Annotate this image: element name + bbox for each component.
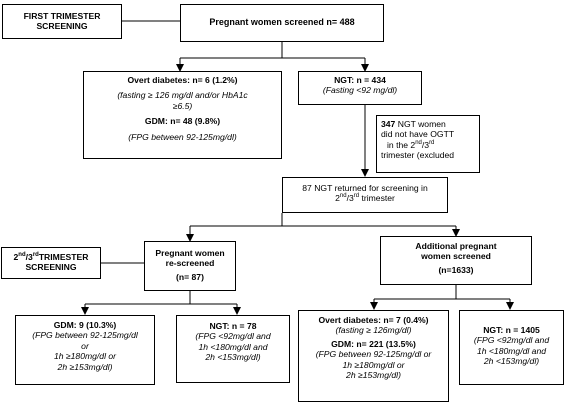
no-ogtt-sup-rd: rd <box>429 140 435 147</box>
rescreened-line2: re-screened <box>165 258 215 269</box>
screened-text: Pregnant women screened n= 488 <box>209 17 355 27</box>
additional-line3: (n=1633) <box>438 264 474 275</box>
label2-pre: 2 <box>13 252 19 262</box>
gdm-first-criteria: (FPG between 92-125mg/dl) <box>128 131 237 142</box>
no-ogtt-line3: in the 2 <box>387 139 416 150</box>
returned-line1: 87 NGT returned for screening in <box>302 183 428 193</box>
ngt-rescreen-box: NGT: n = 78 (FPG <92mg/dl and 1h <180mg/… <box>176 315 290 383</box>
ngt-first-criteria: (Fasting <92 mg/dl) <box>322 85 398 96</box>
ngt-additional-c3: 2h <153mg/dl) <box>483 356 540 367</box>
no-ogtt-line1: NGT women <box>395 119 446 129</box>
ngt-first-box: NGT: n = 434 (Fasting <92 mg/dl) <box>298 71 422 105</box>
returned-line2: 2 <box>335 193 340 204</box>
no-ogtt-box: 347 NGT women did not have OGTT in the 2… <box>376 115 480 173</box>
gdm-rescreen-title: GDM: 9 (10.3%) <box>53 320 117 330</box>
rescreened-line1: Pregnant women <box>155 248 225 258</box>
overt-first-criteria-1: (fasting ≥ 126 mg/dl and/or HbA1c <box>117 90 248 101</box>
returned-box: 87 NGT returned for screening in 2nd/3rd… <box>282 177 448 213</box>
no-ogtt-line4: trimester (excluded <box>381 150 455 161</box>
ngt-rescreen-c2: 1h <180mg/dl and <box>198 341 268 352</box>
screened-box: Pregnant women screened n= 488 <box>180 4 384 42</box>
additional-box: Additional pregnant women screened (n=16… <box>380 236 532 285</box>
overt-additional-criteria: (fasting ≥ 126mg/dl) <box>335 325 412 336</box>
ngt-additional-c1: (FPG <92mg/dl and <box>473 335 550 346</box>
overt-additional-title: Overt diabetes: n= 7 (0.4%) <box>318 315 429 325</box>
ngt-additional-box: NGT: n = 1405 (FPG <92mg/dl and 1h <180m… <box>459 310 564 385</box>
gdm-additional-c2: 1h ≥180mg/dl or <box>342 359 405 370</box>
gdm-rescreen-c1: (FPG between 92-125mg/dl <box>32 330 138 341</box>
no-ogtt-count: 347 <box>381 119 396 129</box>
returned-slash3: /3 <box>346 193 354 204</box>
returned-trimester: trimester <box>359 193 395 204</box>
ngt-additional-title: NGT: n = 1405 <box>483 325 540 335</box>
ngt-rescreen-title: NGT: n = 78 <box>209 321 257 331</box>
gdm-rescreen-c2: or <box>81 340 89 351</box>
gdm-rescreen-c3: 1h ≥180mg/dl or <box>53 351 117 362</box>
gdm-first-title: GDM: n= 48 (9.8%) <box>144 116 221 127</box>
additional-line1: Additional pregnant <box>415 241 497 251</box>
ngt-additional-c2: 1h <180mg/dl and <box>476 345 547 356</box>
gdm-additional-title: GDM: n= 221 (13.5%) <box>331 338 416 349</box>
rescreened-box: Pregnant women re-screened (n= 87) <box>144 241 236 291</box>
first-trimester-label: FIRST TRIMESTER SCREENING <box>2 4 122 39</box>
overt-first-criteria-2: ≥6.5) <box>172 100 193 111</box>
gdm-additional-c3: 2h ≥153mg/dl) <box>346 370 401 381</box>
additional-line2: women screened <box>421 251 491 262</box>
overt-gdm-first-box: Overt diabetes: n= 6 (1.2%) (fasting ≥ 1… <box>83 71 282 159</box>
label2-screening: SCREENING <box>25 262 77 273</box>
gdm-rescreen-box: GDM: 9 (10.3%) (FPG between 92-125mg/dl … <box>15 315 155 385</box>
first-trimester-line1: FIRST TRIMESTER <box>23 11 101 21</box>
returned-sup-nd: nd <box>339 193 347 200</box>
no-ogtt-sup-nd: nd <box>415 140 422 147</box>
no-ogtt-line2: did not have OGTT <box>381 129 455 140</box>
label2-sup-nd: nd <box>18 252 26 259</box>
first-trimester-line2: SCREENING <box>36 21 88 32</box>
overt-first-title: Overt diabetes: n= 6 (1.2%) <box>127 75 238 85</box>
label2-sup-rd: rd <box>32 252 39 259</box>
ngt-rescreen-c3: 2h <153mg/dl) <box>205 352 261 363</box>
label2-slash3: /3 <box>25 252 33 262</box>
rescreened-line3: (n= 87) <box>176 271 204 282</box>
no-ogtt-slash3: /3 <box>421 139 430 150</box>
second-third-trimester-label: 2nd/3rdTRIMESTER SCREENING <box>1 247 101 279</box>
ngt-first-title: NGT: n = 434 <box>334 75 386 85</box>
gdm-additional-c1: (FPG between 92-125mg/dl or <box>315 349 432 360</box>
label2-trimester: TRIMESTER <box>38 252 89 262</box>
overt-additional-box: Overt diabetes: n= 7 (0.4%) (fasting ≥ 1… <box>298 310 449 402</box>
gdm-rescreen-c4: 2h ≥153mg/dl) <box>57 361 113 372</box>
returned-sup-rd: rd <box>353 193 360 200</box>
ngt-rescreen-c1: (FPG <92mg/dl and <box>195 331 271 342</box>
